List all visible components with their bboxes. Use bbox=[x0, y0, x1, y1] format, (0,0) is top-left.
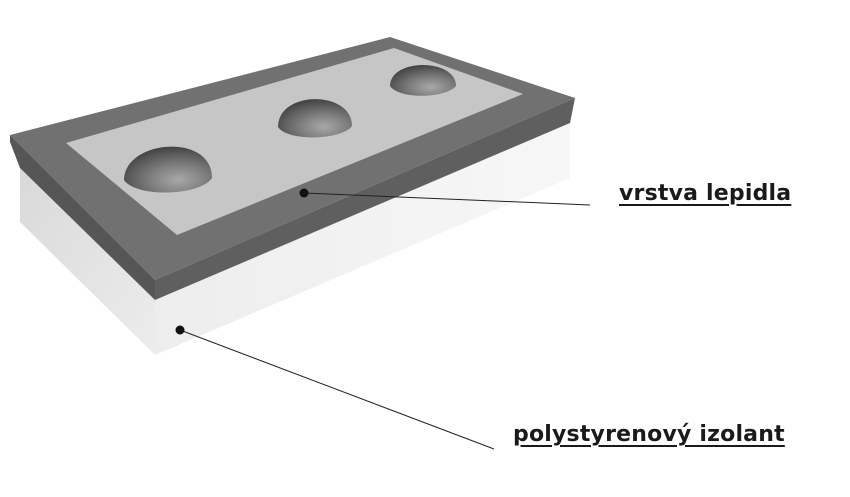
frame-left-side bbox=[10, 135, 155, 300]
adhesive-dab bbox=[124, 146, 212, 193]
frame-front-side bbox=[155, 98, 575, 300]
leader-dot bbox=[175, 325, 185, 335]
board-left-face bbox=[20, 168, 155, 355]
adhesive-dab bbox=[390, 65, 456, 96]
label-polystyrene-insulation: polystyrenový izolant bbox=[513, 422, 785, 447]
adhesive-dab bbox=[278, 99, 352, 138]
label-adhesive-layer: vrstva lepidla bbox=[619, 181, 792, 206]
board-front-face bbox=[155, 123, 570, 355]
leader-adhesive bbox=[299, 188, 591, 206]
polystyrene-board bbox=[20, 123, 570, 355]
leader-dot bbox=[299, 188, 309, 198]
leader-insulation bbox=[175, 325, 495, 450]
adhesive-dabs bbox=[124, 65, 456, 193]
